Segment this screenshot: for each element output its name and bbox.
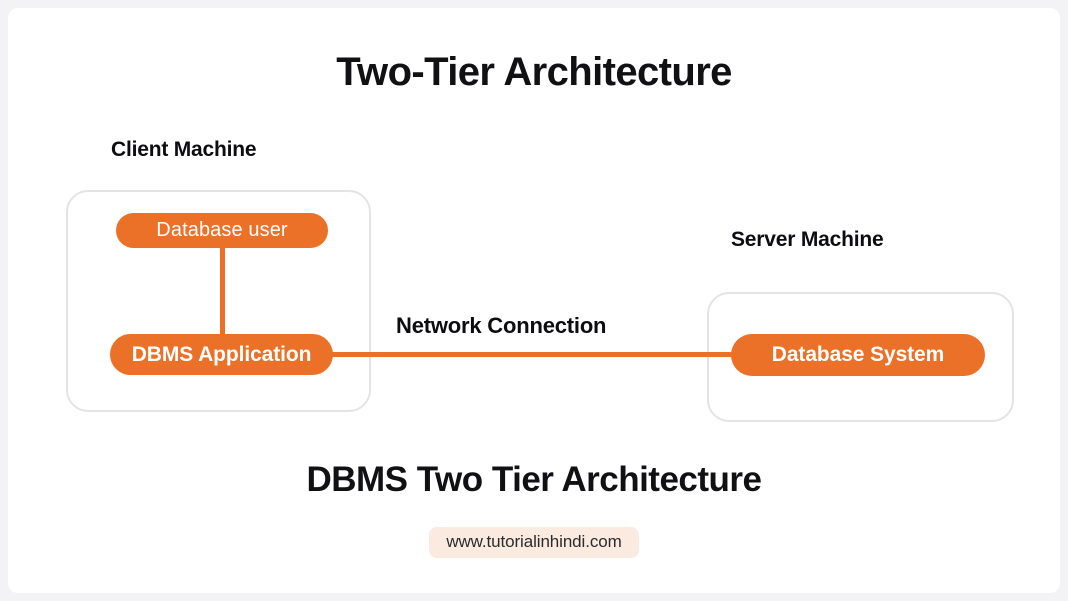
watermark-url: www.tutorialinhindi.com <box>429 527 639 558</box>
client-machine-label: Client Machine <box>111 138 257 161</box>
watermark-container: www.tutorialinhindi.com <box>8 527 1060 558</box>
node-database-user[interactable]: Database user <box>116 213 328 248</box>
connector-network-line <box>326 352 738 357</box>
server-machine-label: Server Machine <box>731 228 884 251</box>
node-database-system[interactable]: Database System <box>731 334 985 376</box>
diagram-canvas: Two-Tier Architecture Client Machine Ser… <box>8 8 1060 593</box>
network-connection-label: Network Connection <box>390 313 613 339</box>
diagram-caption: DBMS Two Tier Architecture <box>306 460 762 499</box>
connector-user-to-application <box>220 240 225 344</box>
page-title: Two-Tier Architecture <box>336 50 732 94</box>
node-dbms-application[interactable]: DBMS Application <box>110 334 333 375</box>
